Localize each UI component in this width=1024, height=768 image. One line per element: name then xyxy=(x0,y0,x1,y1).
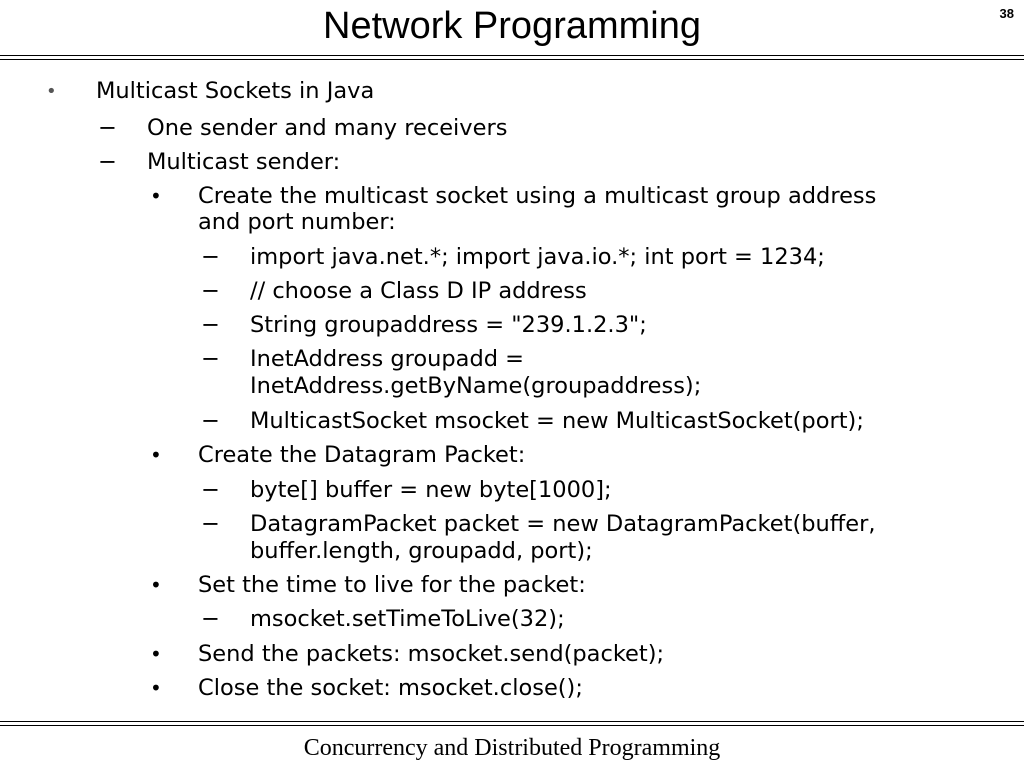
bullet-marker: • xyxy=(46,81,57,102)
slide-number: 38 xyxy=(999,6,1014,21)
slide-footer: Concurrency and Distributed Programming xyxy=(303,735,721,761)
bullet-marker: • xyxy=(150,676,162,700)
dash-marker: − xyxy=(201,244,220,270)
dash-marker: − xyxy=(201,346,220,372)
code-line: // choose a Class D IP address xyxy=(250,278,587,304)
header-rule-double xyxy=(0,59,1024,60)
step-text: Create the multicast socket using a mult… xyxy=(198,183,877,209)
header-rule xyxy=(0,55,1024,56)
step-text-continued: and port number: xyxy=(198,209,396,235)
dash-marker: − xyxy=(98,115,117,141)
bullet-marker: • xyxy=(150,573,162,597)
step-text: Close the socket: msocket.close(); xyxy=(198,675,583,701)
bullet-marker: • xyxy=(150,443,162,467)
footer-rule xyxy=(0,721,1024,722)
outline-point: Multicast sender: xyxy=(147,149,341,175)
code-line: InetAddress groupadd = xyxy=(250,346,525,372)
dash-marker: − xyxy=(201,511,220,537)
slide-title: Network Programming xyxy=(323,5,701,47)
bullet-marker: • xyxy=(150,642,162,666)
code-line: DatagramPacket packet = new DatagramPack… xyxy=(250,511,876,537)
footer-rule-double xyxy=(0,725,1024,726)
code-line: msocket.setTimeToLive(32); xyxy=(250,606,565,632)
code-line: String groupaddress = "239.1.2.3"; xyxy=(250,312,647,338)
code-line-continued: InetAddress.getByName(groupaddress); xyxy=(250,373,702,399)
step-text: Send the packets: msocket.send(packet); xyxy=(198,641,665,667)
code-line: import java.net.*; import java.io.*; int… xyxy=(250,244,825,270)
code-line-continued: buffer.length, groupadd, port); xyxy=(250,538,593,564)
step-text: Set the time to live for the packet: xyxy=(198,572,586,598)
dash-marker: − xyxy=(201,477,220,503)
bullet-marker: • xyxy=(150,184,162,208)
outline-heading: Multicast Sockets in Java xyxy=(96,78,375,104)
code-line: byte[] buffer = new byte[1000]; xyxy=(250,477,612,503)
dash-marker: − xyxy=(201,408,220,434)
step-text: Create the Datagram Packet: xyxy=(198,442,526,468)
code-line: MulticastSocket msocket = new MulticastS… xyxy=(250,408,864,434)
outline-point: One sender and many receivers xyxy=(147,115,508,141)
dash-marker: − xyxy=(201,278,220,304)
dash-marker: − xyxy=(98,149,117,175)
dash-marker: − xyxy=(201,606,220,632)
dash-marker: − xyxy=(201,312,220,338)
